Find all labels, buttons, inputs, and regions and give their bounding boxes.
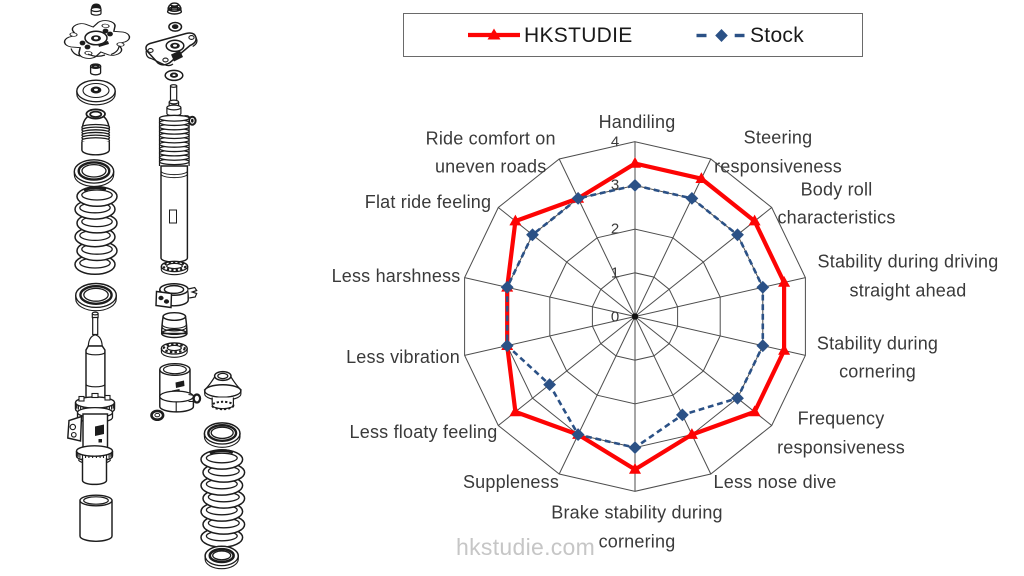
svg-text:Stock: Stock bbox=[750, 24, 804, 47]
svg-text:HKSTUDIE: HKSTUDIE bbox=[524, 24, 633, 47]
